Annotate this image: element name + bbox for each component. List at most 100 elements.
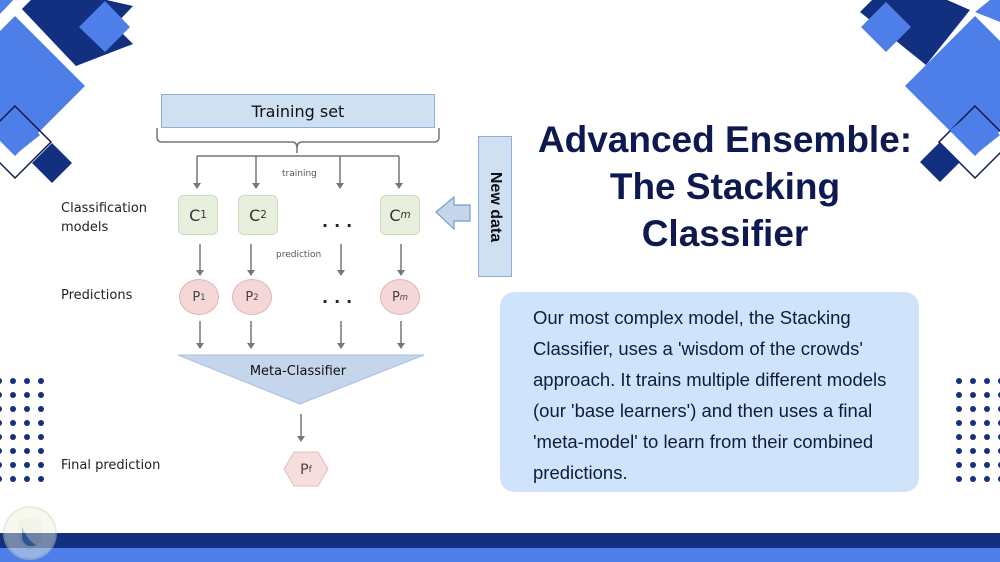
decorative-dot: [24, 420, 30, 426]
final-prediction-shape: [283, 451, 329, 487]
decorative-dot: [956, 406, 962, 412]
classification-models-line-2: models: [61, 220, 109, 235]
decorative-dot: [956, 462, 962, 468]
decorative-dot: [38, 420, 44, 426]
decorative-dot: [970, 448, 976, 454]
classification-models-line-1: Classification: [61, 201, 148, 216]
decorative-dot: [0, 406, 2, 412]
training-set-box: Training set: [161, 94, 435, 128]
decorative-dot: [984, 406, 990, 412]
classifier-ellipsis: ...: [322, 212, 359, 231]
decorative-dot: [24, 406, 30, 412]
decorative-dot: [24, 378, 30, 384]
decorative-dot: [984, 476, 990, 482]
classifier-subscript: 2: [260, 209, 267, 221]
decorative-dot: [984, 434, 990, 440]
title-line-2: The Stacking: [609, 166, 841, 207]
top-left-diamonds: [0, 0, 133, 183]
decorative-dot: [10, 406, 16, 412]
decorative-dot: [10, 462, 16, 468]
decorative-dot: [956, 476, 962, 482]
decorative-dot: [10, 420, 16, 426]
final-subscript: f: [308, 465, 312, 475]
decorative-dot: [956, 434, 962, 440]
training-brace: [156, 128, 440, 149]
new-data-arrow-icon: [435, 195, 471, 231]
decorative-dot: [984, 462, 990, 468]
diagram-connectors: [156, 128, 440, 436]
decorative-dot: [38, 476, 44, 482]
predictions-label: Predictions: [61, 288, 133, 303]
prediction-subscript: 1: [200, 292, 206, 302]
final-prediction-label: Final prediction: [61, 458, 161, 473]
decorative-dot: [0, 448, 2, 454]
decorative-dot: [10, 476, 16, 482]
final-symbol: P: [300, 462, 309, 478]
decorative-dot: [0, 392, 2, 398]
classification-models-label: Classification models: [61, 199, 147, 237]
slide-title: Advanced Ensemble: The Stacking Classifi…: [520, 116, 930, 257]
meta-classifier-label: Meta-Classifier: [249, 364, 347, 379]
description-box: Our most complex model, the Stacking Cla…: [500, 292, 919, 492]
decorative-dot: [0, 434, 2, 440]
description-text: Our most complex model, the Stacking Cla…: [533, 307, 887, 483]
decorative-dot: [0, 420, 2, 426]
decorative-dot: [38, 378, 44, 384]
meta-arrows: [199, 321, 402, 343]
footer-bar-dark: [0, 533, 1000, 548]
prediction-ellipsis: ...: [322, 288, 359, 307]
decorative-dot: [970, 476, 976, 482]
decorative-dot: [10, 392, 16, 398]
decorative-dot: [24, 434, 30, 440]
prediction-label: prediction: [276, 250, 322, 260]
training-arrows: [196, 156, 400, 183]
classifier-symbol: C: [249, 205, 261, 225]
decorative-dot: [0, 476, 2, 482]
classifier-subscript: m: [400, 209, 411, 221]
new-data-label: New data: [487, 171, 504, 242]
prediction-subscript: m: [399, 292, 409, 302]
decorative-dot: [970, 406, 976, 412]
decorative-dot: [970, 462, 976, 468]
title-line-3: Classifier: [641, 213, 809, 254]
prediction-symbol: P: [192, 289, 201, 305]
classifier-symbol: C: [189, 205, 201, 225]
decorative-dot: [24, 476, 30, 482]
decorative-dot: [24, 392, 30, 398]
decorative-dot: [984, 392, 990, 398]
decorative-dot: [24, 448, 30, 454]
decorative-dot: [38, 392, 44, 398]
prediction-symbol: P: [391, 289, 400, 305]
decorative-dot: [956, 392, 962, 398]
decorative-dot: [970, 392, 976, 398]
decorative-dot: [0, 378, 2, 384]
decorative-dot: [38, 406, 44, 412]
prediction-subscript: 2: [253, 292, 259, 302]
meta-classifier-shape: [177, 354, 425, 405]
decorative-dot: [970, 434, 976, 440]
decorative-dot: [956, 448, 962, 454]
title-line-1: Advanced Ensemble:: [537, 119, 913, 160]
decorative-dot: [984, 448, 990, 454]
dot-grid-left: [0, 378, 44, 482]
decorative-dot: [0, 462, 2, 468]
prediction-arrows: [199, 244, 402, 270]
decorative-dot: [956, 378, 962, 384]
top-right-diamonds: [860, 0, 1000, 182]
footer-bar-light: [0, 548, 1000, 562]
decorative-dot: [10, 378, 16, 384]
watermark-logo: [3, 506, 57, 560]
new-data-box: New data: [478, 136, 512, 277]
decorative-dot: [970, 378, 976, 384]
decorative-dot: [38, 448, 44, 454]
decorative-dot: [10, 448, 16, 454]
decorative-dot: [984, 378, 990, 384]
arrowheads: [193, 183, 405, 442]
decorative-dot: [984, 420, 990, 426]
